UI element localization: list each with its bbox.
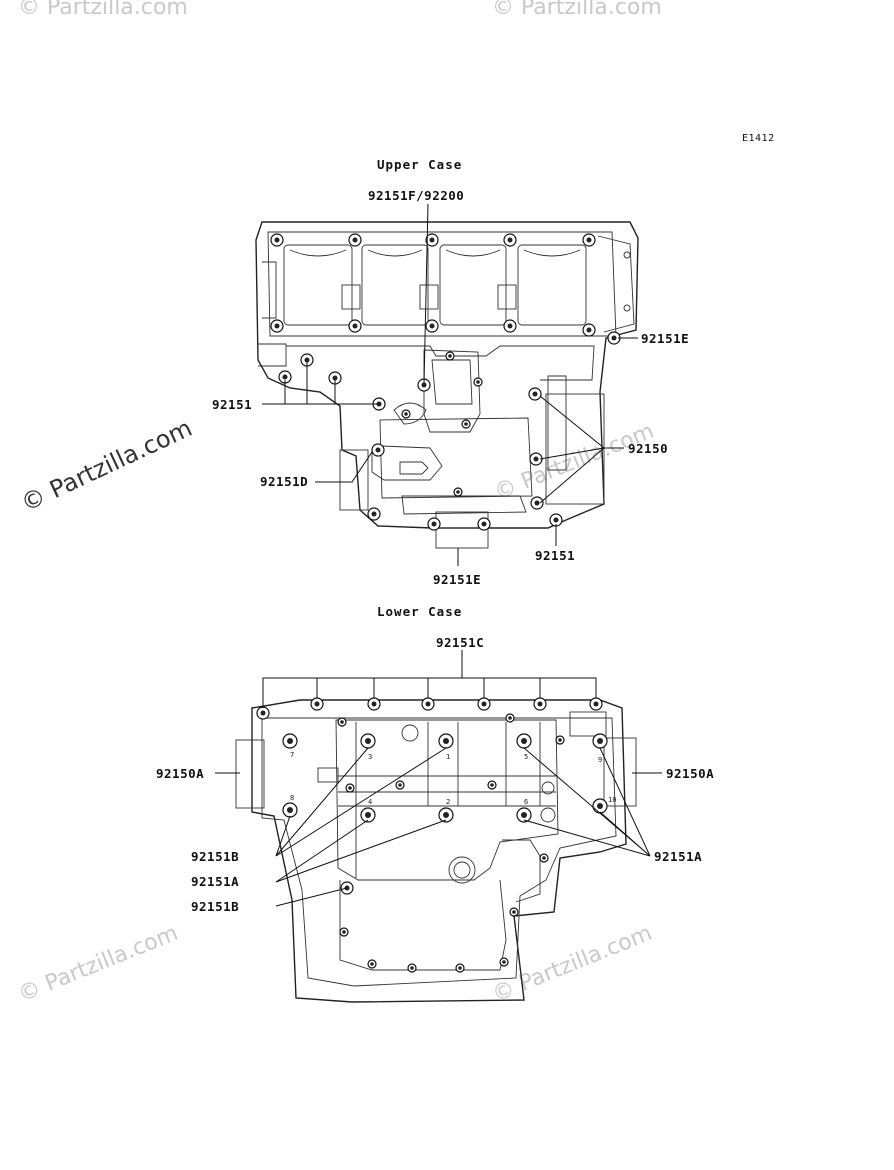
bolt bbox=[549, 513, 563, 527]
bolt bbox=[589, 697, 603, 711]
bolt-number: 9 bbox=[598, 756, 602, 764]
bolt bbox=[339, 927, 349, 937]
label-upper-right-top: 92151E bbox=[641, 331, 689, 346]
bolt bbox=[345, 783, 355, 793]
bolt bbox=[421, 697, 435, 711]
label-lower-left-a2: 92151A bbox=[191, 874, 239, 889]
upper-leaders bbox=[262, 203, 638, 566]
bolt bbox=[503, 319, 517, 333]
bolt bbox=[539, 853, 549, 863]
bolt bbox=[270, 233, 284, 247]
bolt-9 bbox=[592, 733, 608, 749]
bolt bbox=[367, 697, 381, 711]
bolt bbox=[509, 907, 519, 917]
bolt-6 bbox=[516, 807, 532, 823]
label-lower-left-b1: 92151B bbox=[191, 849, 239, 864]
label-lower-left-b2: 92151B bbox=[191, 899, 239, 914]
label-upper-right-low: 92151 bbox=[535, 548, 575, 563]
bolt-2 bbox=[438, 807, 454, 823]
label-lower-right-a: 92150A bbox=[666, 766, 714, 781]
watermark-bottom-left: © Partzilla.com bbox=[15, 921, 182, 1008]
bolt-4 bbox=[360, 807, 376, 823]
watermark-bottom-right: © Partzilla.com bbox=[489, 921, 656, 1008]
bolt bbox=[503, 233, 517, 247]
bolt-number: 1 bbox=[446, 753, 450, 761]
bolt bbox=[425, 319, 439, 333]
label-upper-right-mid: 92150 bbox=[628, 441, 668, 456]
watermark-main: © Partzilla.com bbox=[17, 414, 197, 518]
bolt bbox=[270, 319, 284, 333]
watermark-top-left: © Partzilla.com bbox=[18, 0, 188, 20]
label-upper-top: 92151F/92200 bbox=[368, 188, 464, 203]
watermark-mid: © Partzilla.com bbox=[491, 419, 658, 506]
label-upper-left: 92151 bbox=[212, 397, 252, 412]
bolt-number: 5 bbox=[524, 753, 528, 761]
lower-leaders bbox=[215, 650, 662, 907]
upper-case-bolts bbox=[270, 233, 621, 531]
bolt-number: 7 bbox=[290, 751, 294, 759]
bolt bbox=[445, 351, 455, 361]
bolt-7 bbox=[282, 733, 298, 749]
bolt bbox=[477, 697, 491, 711]
bolt bbox=[256, 706, 270, 720]
bolt bbox=[427, 517, 441, 531]
bolt bbox=[582, 233, 596, 247]
bolt-numbers: 7 3 1 5 9 8 4 2 6 10 bbox=[290, 751, 616, 806]
bolt bbox=[487, 780, 497, 790]
bolt bbox=[453, 487, 463, 497]
bolt bbox=[401, 409, 411, 419]
bolt bbox=[499, 957, 509, 967]
bolt bbox=[348, 233, 362, 247]
bolt bbox=[473, 377, 483, 387]
bolt-number: 6 bbox=[524, 798, 528, 806]
label-lower-right-a2: 92151A bbox=[654, 849, 702, 864]
bolt-number: 8 bbox=[290, 794, 294, 802]
bolt bbox=[371, 443, 385, 457]
diagram-code: E1412 bbox=[742, 133, 775, 144]
bolt bbox=[607, 331, 621, 345]
bolt bbox=[367, 959, 377, 969]
bolt bbox=[395, 780, 405, 790]
bolt-3 bbox=[360, 733, 376, 749]
watermark-top-center: © Partzilla.com bbox=[492, 0, 662, 20]
upper-case-title: Upper Case bbox=[377, 157, 462, 172]
bolt bbox=[461, 419, 471, 429]
label-upper-bottom: 92151E bbox=[433, 572, 481, 587]
bolt bbox=[310, 697, 324, 711]
bolt-number: 2 bbox=[446, 798, 450, 806]
bolt bbox=[425, 233, 439, 247]
lower-case-title: Lower Case bbox=[377, 604, 462, 619]
bolt bbox=[477, 517, 491, 531]
label-lower-top: 92151C bbox=[436, 635, 484, 650]
bolt bbox=[348, 319, 362, 333]
lower-case-drawing bbox=[235, 699, 637, 1003]
label-lower-left-a: 92150A bbox=[156, 766, 204, 781]
label-upper-left-low: 92151D bbox=[260, 474, 308, 489]
upper-case-drawing bbox=[255, 221, 639, 549]
bolt bbox=[337, 717, 347, 727]
bolt bbox=[505, 713, 515, 723]
bolt bbox=[582, 323, 596, 337]
bolt bbox=[555, 735, 565, 745]
bolt-number: 4 bbox=[368, 798, 372, 806]
bolt-8 bbox=[282, 802, 298, 818]
bolt bbox=[367, 507, 381, 521]
bolt-5 bbox=[516, 733, 532, 749]
bolt-number: 10 bbox=[608, 796, 616, 804]
bolt-10 bbox=[592, 798, 608, 814]
bolt bbox=[528, 387, 542, 401]
bolt bbox=[530, 496, 544, 510]
bolt bbox=[533, 697, 547, 711]
bolt-1 bbox=[438, 733, 454, 749]
bolt bbox=[407, 963, 417, 973]
bolt-number: 3 bbox=[368, 753, 372, 761]
bolt bbox=[455, 963, 465, 973]
